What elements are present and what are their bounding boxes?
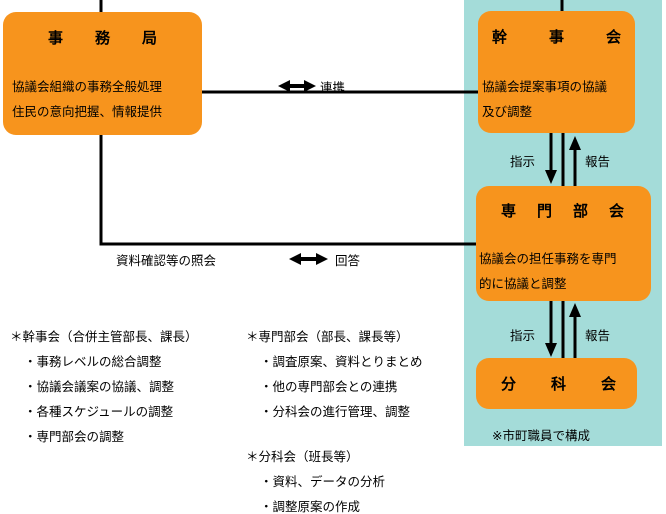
box-title: 務 [94, 29, 110, 47]
notes-item: ・協議会議案の協議、調整 [24, 379, 175, 394]
notes-item: ・事務レベルの総合調整 [24, 354, 162, 369]
instruct-label: 指示 [510, 328, 536, 343]
instruct-label: 指示 [510, 154, 536, 169]
executive-box: 幹 事 会 協議会提案事項の協議 及び調整 [478, 11, 635, 133]
notes-item: ・調査原案、資料とりまとめ [260, 354, 423, 369]
box-title: 専 [501, 202, 517, 220]
secretariat-specialist-line [99, 134, 476, 246]
box-text: 及び調整 [482, 104, 533, 119]
box-title: 事 [48, 29, 64, 47]
box-text: 的に協議と調整 [479, 276, 567, 291]
specialist-notes: ＊専門部会（部長、課長等） ・調査原案、資料とりまとめ ・他の専門部会との連携 … [246, 324, 423, 424]
box-title: 会 [608, 202, 624, 220]
arrow-up-icon [569, 303, 581, 317]
box-title: 幹 [492, 28, 508, 46]
double-arrow-icon [289, 253, 328, 265]
box-title: 局 [141, 29, 157, 47]
notes-item: ・資料、データの分析 [260, 474, 386, 489]
arrow-down-icon [545, 170, 557, 184]
double-arrow-icon [278, 80, 316, 92]
inquiry-label: 資料確認等の照会 [116, 253, 217, 268]
box-text: 住民の意向把握、情報提供 [12, 104, 163, 119]
secretariat-box: 事 務 局 協議会組織の事務全般処理 住民の意向把握、情報提供 [3, 12, 202, 135]
box-title: 事 [548, 28, 564, 46]
box-text: 協議会の担任事務を専門 [479, 251, 617, 266]
staff-note: ※市町職員で構成 [492, 428, 590, 443]
box-title: 門 [536, 202, 552, 220]
box-title: 科 [550, 375, 566, 393]
box-title: 会 [600, 375, 616, 393]
subcommittee-notes: ＊分科会（班長等） ・資料、データの分析 ・調整原案の作成 [246, 444, 385, 514]
box-title: 分 [501, 375, 517, 393]
report-label: 報告 [585, 154, 611, 169]
subcommittee-box: 分 科 会 [476, 358, 637, 409]
box-text: 協議会提案事項の協議 [482, 79, 608, 94]
notes-heading: ＊幹事会（合併主管部長、課長） [10, 329, 198, 344]
notes-item: ・各種スケジュールの調整 [24, 404, 174, 419]
notes-item: ・分科会の進行管理、調整 [260, 404, 411, 419]
notes-item: ・他の専門部会との連携 [260, 379, 398, 394]
arrow-up-icon [569, 136, 581, 150]
box-text: 協議会組織の事務全般処理 [12, 79, 163, 94]
box-title: 会 [605, 28, 621, 46]
notes-heading: ＊分科会（班長等） [246, 449, 359, 464]
specialist-box: 専 門 部 会 協議会の担任事務を専門 的に協議と調整 [476, 186, 651, 301]
cooperation-label: 連携 [320, 80, 346, 95]
executive-notes: ＊幹事会（合併主管部長、課長） ・事務レベルの総合調整 ・協議会議案の協議、調整… [10, 324, 198, 449]
notes-heading: ＊専門部会（部長、課長等） [246, 329, 409, 344]
arrow-down-icon [545, 343, 557, 357]
answer-label: 回答 [335, 253, 361, 268]
notes-item: ・調整原案の作成 [260, 499, 361, 514]
box-title: 部 [572, 202, 588, 220]
notes-item: ・専門部会の調整 [24, 429, 125, 444]
report-label: 報告 [585, 328, 611, 343]
